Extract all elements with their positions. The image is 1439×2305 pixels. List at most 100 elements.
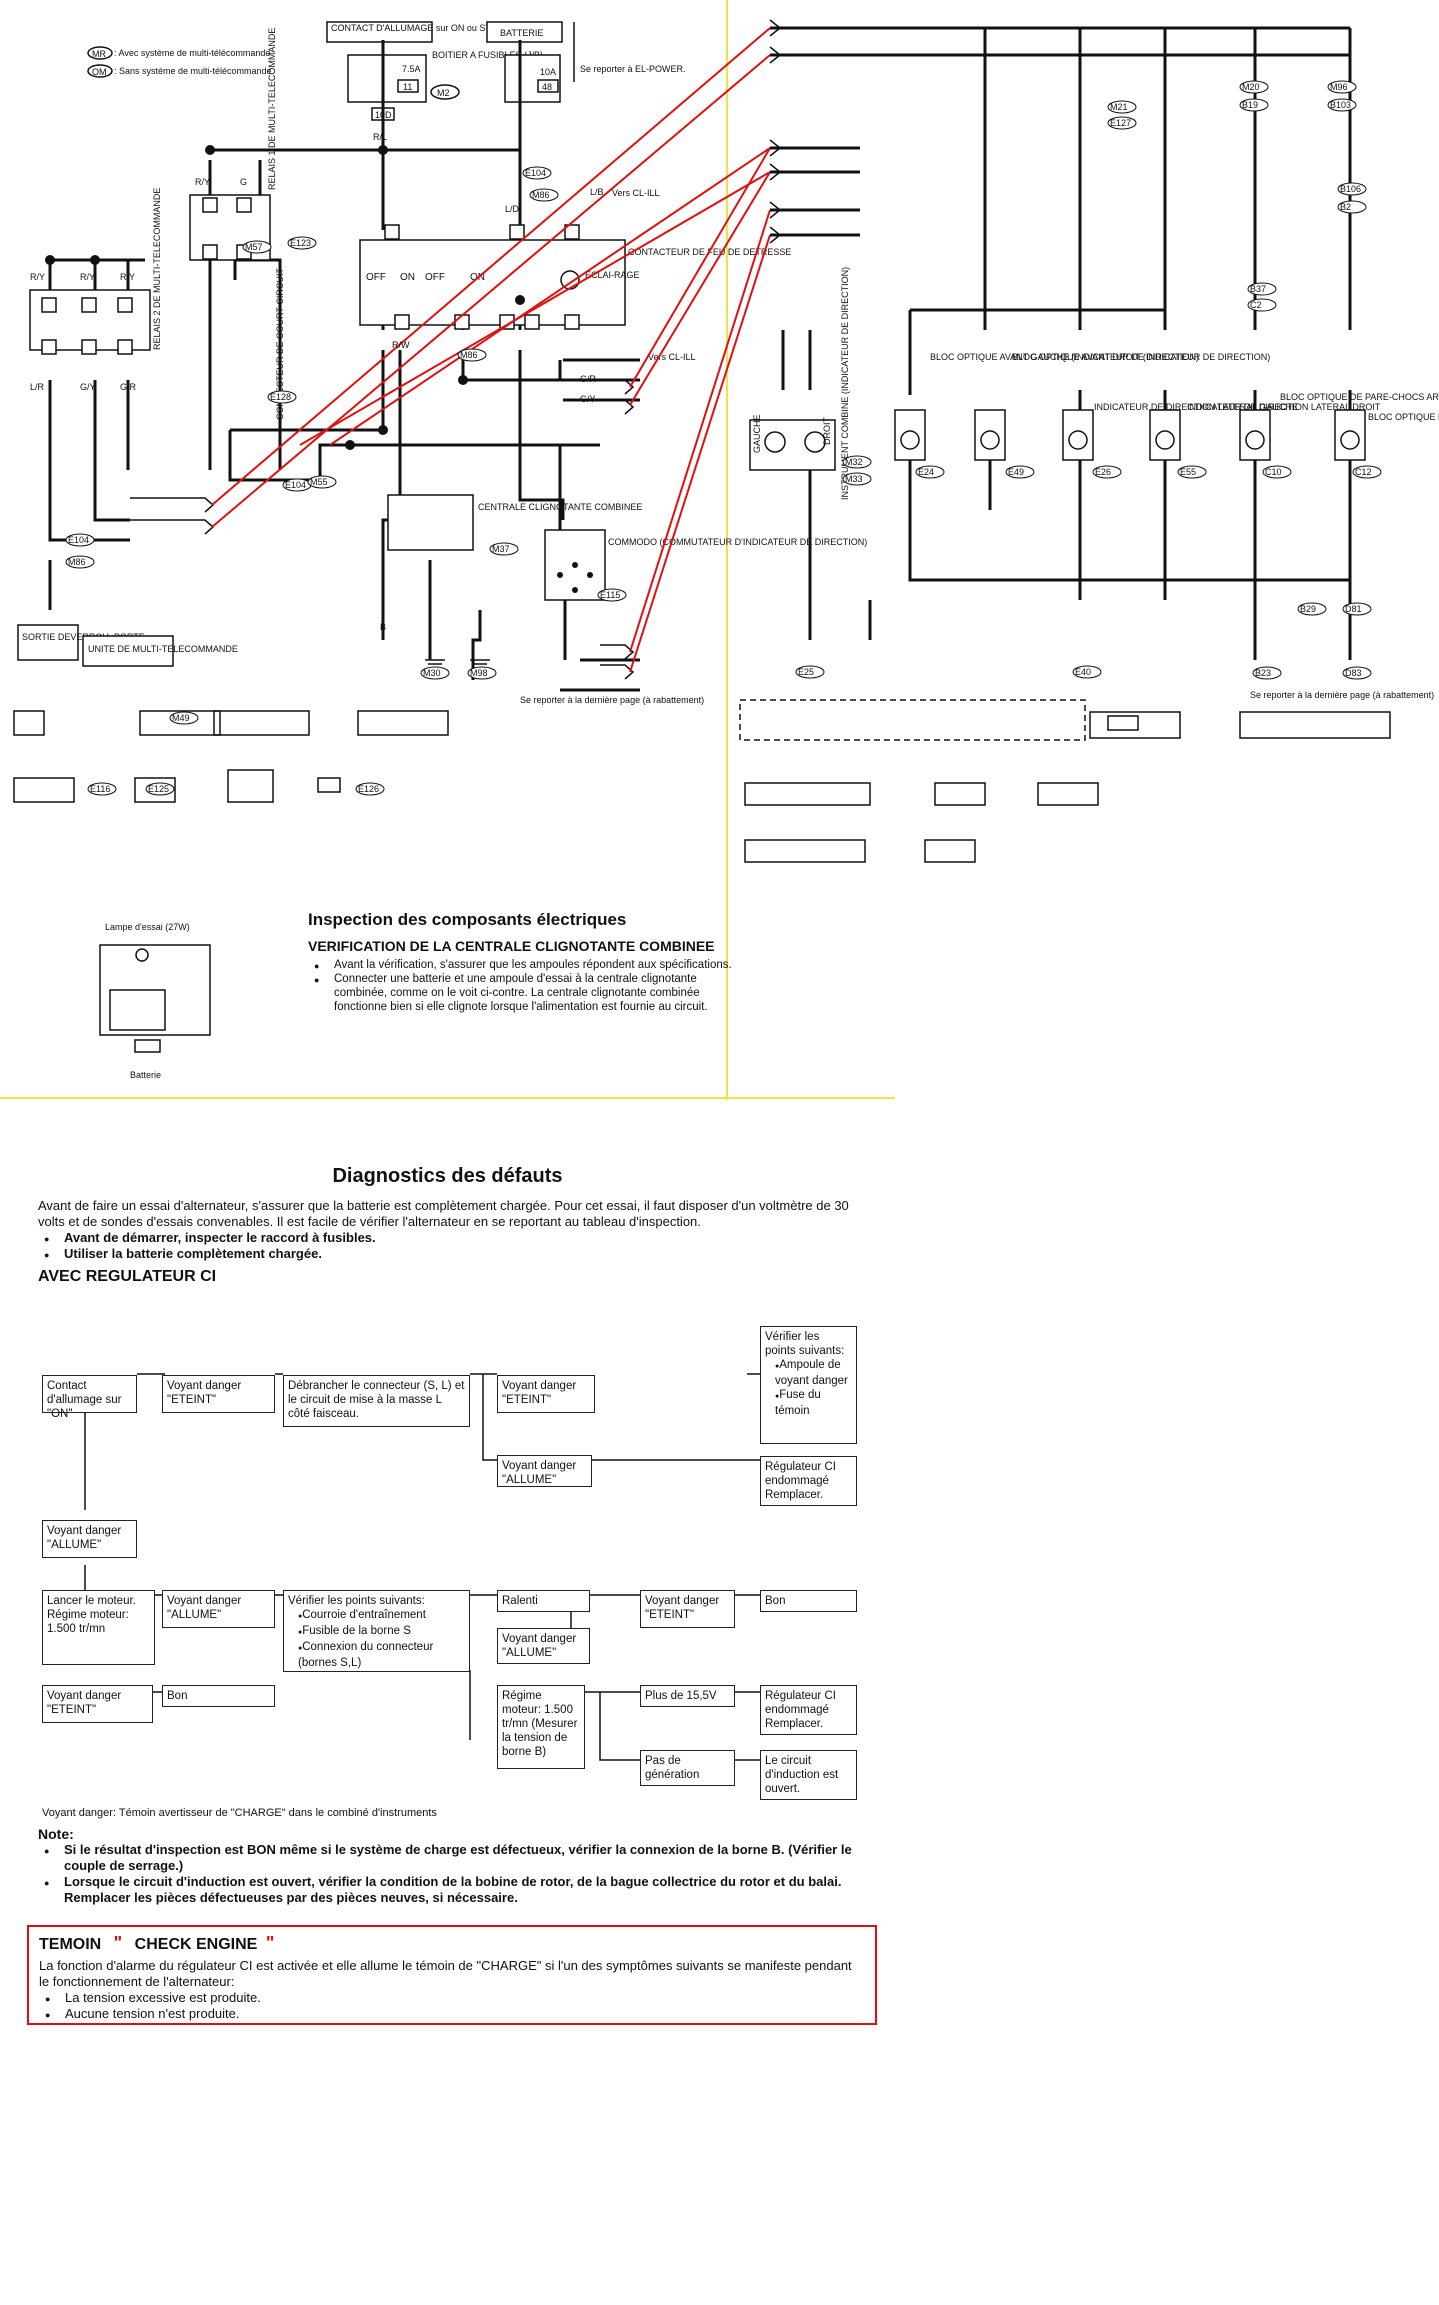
connector-label: E25 — [798, 667, 814, 677]
connector-label-oval — [842, 472, 872, 486]
flow-v-eteint-1: Voyant danger "ETEINT" — [162, 1375, 275, 1413]
lamp-icon — [980, 430, 1000, 450]
off-label-1: OFF — [366, 272, 386, 283]
front-right-label: BLOC OPTIQUE AVANT DROIT (INDICATEUR DE … — [1012, 352, 1270, 362]
junction-dots — [45, 145, 525, 450]
fuse-box-label: BOITIER A FUSIBLES (J/B) — [432, 50, 543, 60]
droit-label: DROIT — [822, 417, 832, 446]
connector-label-oval — [355, 782, 385, 796]
connector-label-oval — [307, 475, 337, 489]
connector-label-oval — [1005, 465, 1035, 479]
connector-label-oval — [467, 666, 497, 680]
wire-color-label: B — [380, 622, 386, 632]
inspection-subtitle: VERIFICATION DE LA CENTRALE CLIGNOTANTE … — [308, 938, 715, 954]
temoin-text: La fonction d'alarme du régulateur CI es… — [39, 1958, 852, 1989]
relay-multi-1-label: RELAIS 1 DE MULTI-TELECOMMANDE — [267, 28, 277, 190]
connector-label: M57 — [245, 242, 263, 252]
lamp-icon — [1340, 430, 1360, 450]
inspection-title: Inspection des composants électriques — [308, 910, 627, 929]
connector-label-oval — [1239, 80, 1269, 94]
connector-label-oval — [1107, 100, 1137, 114]
connector-label-oval — [1297, 602, 1327, 616]
flow-v-eteint-3: Voyant danger "ETEINT" — [640, 1590, 735, 1628]
connector-label-oval — [1262, 465, 1292, 479]
connector-label: E126 — [358, 784, 379, 794]
diagnostics-footnote: Voyant danger: Témoin avertisseur de "CH… — [42, 1807, 437, 1819]
turn-switch-label: COMMODO (COMMUTATEUR D'INDICATEUR DE DIR… — [608, 537, 867, 547]
turn-indicator-lamp-icon — [764, 431, 786, 453]
flowchart-lines — [84, 1373, 760, 1761]
fuse-b-number: 48 — [542, 82, 552, 92]
connector-label-oval — [457, 348, 487, 362]
short-circuit-label: CONNECTEUR DE COURT-CIRCUIT — [275, 268, 285, 420]
flow-lancer: Lancer le moteur. Régime moteur: 1.500 t… — [42, 1590, 155, 1665]
connector-label-oval — [1337, 182, 1367, 196]
connector-label-oval — [287, 236, 317, 250]
connector-label-oval — [1247, 282, 1277, 296]
connector-label-oval — [1092, 465, 1122, 479]
relay-pins — [41, 197, 252, 355]
connector-label: E104 — [525, 168, 546, 178]
right-arrows — [769, 19, 782, 244]
off-label-2: OFF — [425, 272, 445, 283]
flow-verifier2: Vérifier les points suivants: Courroie d… — [283, 1590, 470, 1672]
connector-label: M96 — [1330, 82, 1348, 92]
flasher-unit-box — [387, 494, 474, 551]
connector-label: C10 — [1265, 467, 1282, 477]
connector-label-oval — [1342, 666, 1372, 680]
side-right-label: INDICATEUR DE DIRECTION LATERAL DROIT — [1187, 402, 1381, 412]
connector-label: E49 — [1008, 467, 1024, 477]
connector-label-oval — [1252, 666, 1282, 680]
left-outputs — [130, 379, 635, 680]
lamp-label: Lampe d'essai (27W) — [105, 922, 190, 932]
flow-pas-gen: Pas de génération — [640, 1750, 735, 1786]
connector-label: E104 — [68, 535, 89, 545]
on-label-1: ON — [400, 272, 415, 283]
connector-label: B106 — [1340, 184, 1361, 194]
connector-label: M33 — [845, 474, 863, 484]
wire-color-label: G — [240, 177, 247, 187]
flow-v-eteint-4: Voyant danger "ETEINT" — [42, 1685, 153, 1723]
right-connector-blocks — [744, 711, 1391, 863]
flow-contact: Contact d'allumage sur "ON" — [42, 1375, 137, 1420]
lamp-icon — [900, 430, 920, 450]
connector-label-oval — [1337, 200, 1367, 214]
flow-verifier2-title: Vérifier les points suivants: — [288, 1595, 425, 1607]
lamp-units — [894, 409, 1366, 461]
connector-label-oval — [145, 782, 175, 796]
flow-verifier: Vérifier les points suivants: Ampoule de… — [760, 1326, 857, 1444]
fuse-a-rating: 7.5A — [402, 64, 421, 74]
connector-label-oval — [1352, 465, 1382, 479]
wire-color-label: R/Y — [80, 272, 95, 282]
battery-icon — [134, 1039, 161, 1053]
temoin-box: TEMOIN " CHECK ENGINE " La fonction d'al… — [27, 1925, 877, 2025]
connector-label-oval — [65, 555, 95, 569]
inspection-illustration: Lampe d'essai (27W) Batterie — [99, 922, 211, 1080]
wire-color-label: L/B — [590, 187, 604, 197]
connector-label-oval — [267, 390, 297, 404]
diagnostics-intro-block: Avant de faire un essai d'alternateur, s… — [38, 1198, 868, 1286]
flow-regime: Régime moteur: 1.500 tr/mn (Mesurer la t… — [497, 1685, 585, 1769]
flow-v-allume-2: Voyant danger "ALLUME" — [42, 1520, 137, 1558]
flow-verifier-title: Vérifier les points suivants: — [765, 1331, 845, 1357]
connector-label: M21 — [1110, 102, 1128, 112]
vers-cl-ill-1: Vers CL-ILL — [612, 188, 660, 198]
wiring-diagram: MR : Avec système de multi-télécommande … — [0, 0, 1439, 1100]
connector-label-oval — [1327, 80, 1357, 94]
wire-color-label: R/Y — [30, 272, 45, 282]
connector-label-oval — [597, 588, 627, 602]
quote-open: " — [113, 1933, 123, 1953]
connector-label: E125 — [148, 784, 169, 794]
connector-label-oval — [915, 465, 945, 479]
flow-verifier-item: Fuse du témoin — [775, 1388, 852, 1418]
connector-label: M32 — [845, 457, 863, 467]
section-heading: AVEC REGULATEUR CI — [38, 1268, 217, 1285]
connector-label: B37 — [1250, 284, 1266, 294]
connector-label-oval — [242, 240, 272, 254]
connector-label: D83 — [1345, 668, 1362, 678]
connector-label-oval — [1177, 465, 1207, 479]
battery-box — [486, 21, 563, 43]
left-connector-blocks — [13, 710, 449, 803]
el-power-ref: Se reporter à EL-POWER. — [580, 64, 686, 74]
